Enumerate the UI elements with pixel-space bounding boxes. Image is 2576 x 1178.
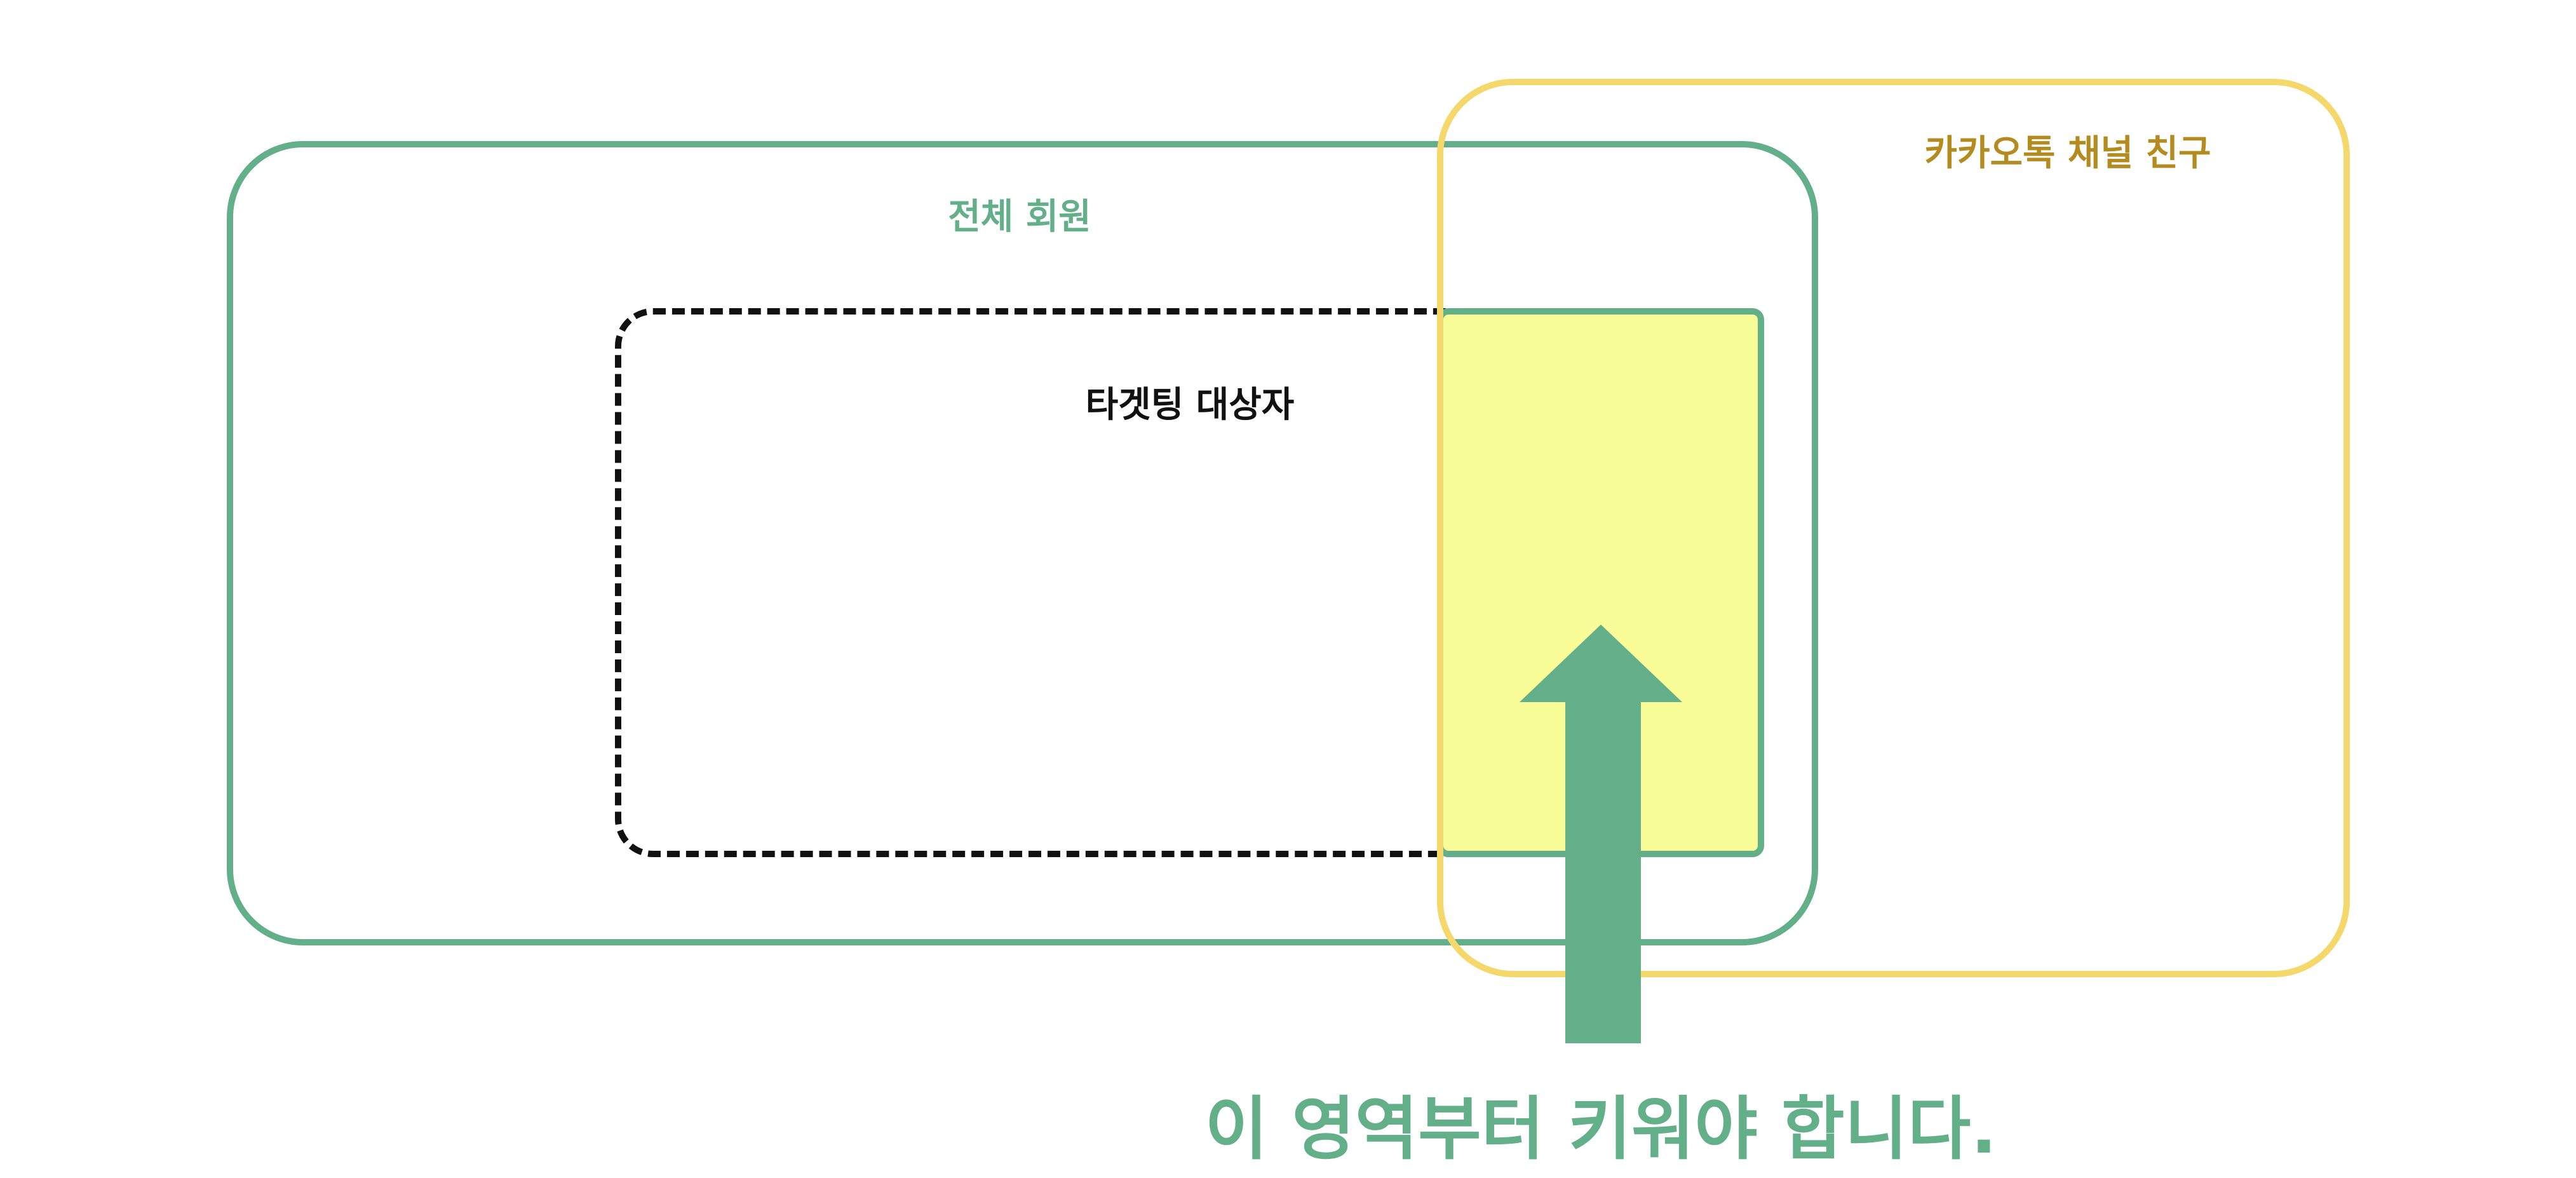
targeting-audience-label: 타겟팅 대상자 xyxy=(1085,384,1295,426)
caption-text: 이 영역부터 키워야 합니다. xyxy=(1204,1090,1997,1169)
kakao-channel-friends-box xyxy=(1437,79,2350,977)
all-members-label: 전체 회원 xyxy=(948,196,1091,238)
all-members-box xyxy=(227,141,1818,945)
arrow-shape xyxy=(1520,625,1682,1043)
kakao-channel-friends-label: 카카오톡 채널 친구 xyxy=(1924,133,2211,174)
